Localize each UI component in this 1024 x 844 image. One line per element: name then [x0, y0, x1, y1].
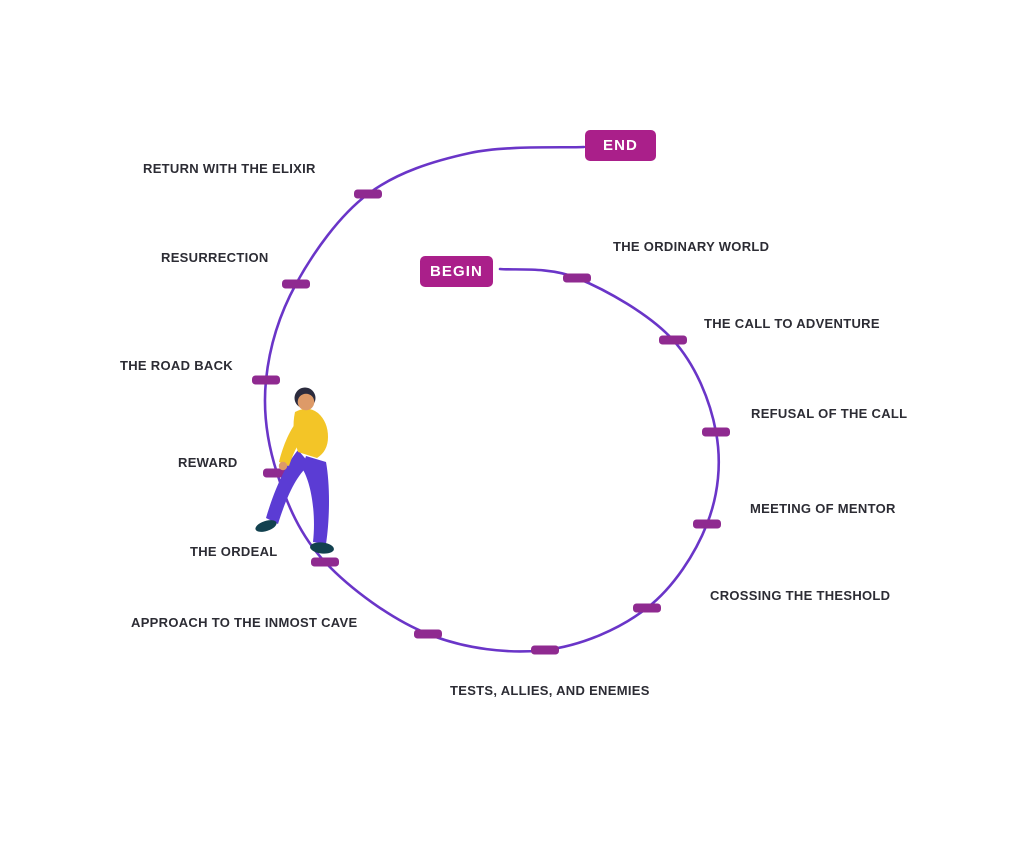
stage-tick — [563, 273, 591, 283]
begin-badge-label: BEGIN — [429, 263, 483, 280]
stage-tick — [311, 557, 339, 567]
stage-label: THE ORDINARY WORLD — [613, 239, 770, 254]
stage-tick — [354, 189, 382, 199]
stage-label: THE ORDEAL — [190, 544, 278, 559]
end-badge-label: END — [603, 137, 638, 154]
stage-label: THE ROAD BACK — [120, 358, 233, 373]
stage-label: RETURN WITH THE ELIXIR — [143, 161, 316, 176]
stage-tick — [633, 603, 661, 613]
stage-tick — [659, 335, 687, 345]
person-back-shoe — [310, 542, 334, 554]
stage-tick — [414, 629, 442, 639]
end-badge: END — [585, 130, 656, 161]
stage-label: CROSSING THE THESHOLD — [710, 588, 891, 603]
person-front-shoe — [255, 520, 277, 532]
person-hand — [278, 461, 288, 471]
stage-tick — [531, 645, 559, 655]
stage-tick — [282, 279, 310, 289]
person-back-leg — [302, 456, 329, 544]
stage-label: APPROACH TO THE INMOST CAVE — [131, 615, 358, 630]
stage-tick — [702, 427, 730, 437]
stage-label: REWARD — [178, 455, 238, 470]
stage-label: RESURRECTION — [161, 250, 269, 265]
stage-label: REFUSAL OF THE CALL — [751, 406, 908, 421]
stage-tick — [693, 519, 721, 529]
person-front-leg — [266, 450, 310, 524]
stage-tick — [252, 375, 280, 385]
stage-label: THE CALL TO ADVENTURE — [704, 316, 880, 331]
begin-badge: BEGIN — [420, 256, 493, 287]
climbing-person-illustration — [255, 387, 334, 554]
stage-label: MEETING OF MENTOR — [750, 501, 896, 516]
person-arm — [279, 418, 310, 466]
person-face — [297, 393, 315, 411]
stage-label: TESTS, ALLIES, AND ENEMIES — [450, 683, 650, 698]
